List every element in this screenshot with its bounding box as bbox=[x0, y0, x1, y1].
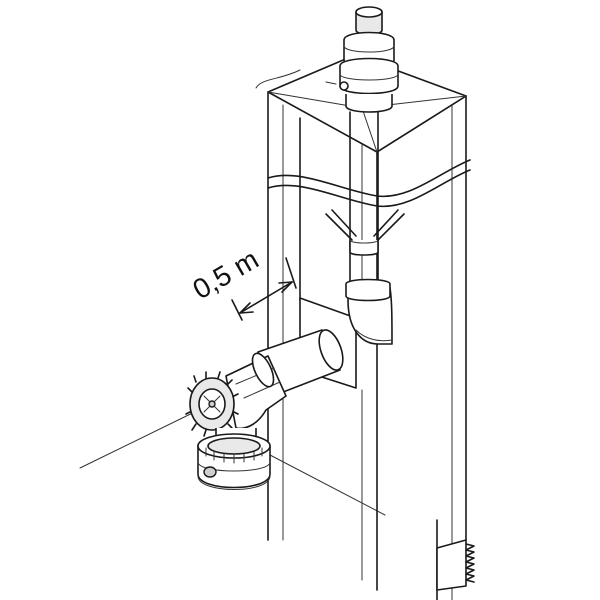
dimension-label: 0,5 m bbox=[188, 243, 264, 305]
inspection-cap bbox=[185, 371, 239, 437]
flue-terminal bbox=[255, 6, 399, 113]
vertical-flue-pipe bbox=[349, 111, 379, 291]
boiler-adapter bbox=[197, 428, 271, 490]
section-break-band bbox=[267, 159, 471, 208]
dimension-annotation: 0,5 m bbox=[188, 243, 297, 321]
support-bracket bbox=[325, 209, 405, 241]
upper-elbow bbox=[345, 278, 393, 345]
shaft-base-grille bbox=[436, 539, 475, 591]
